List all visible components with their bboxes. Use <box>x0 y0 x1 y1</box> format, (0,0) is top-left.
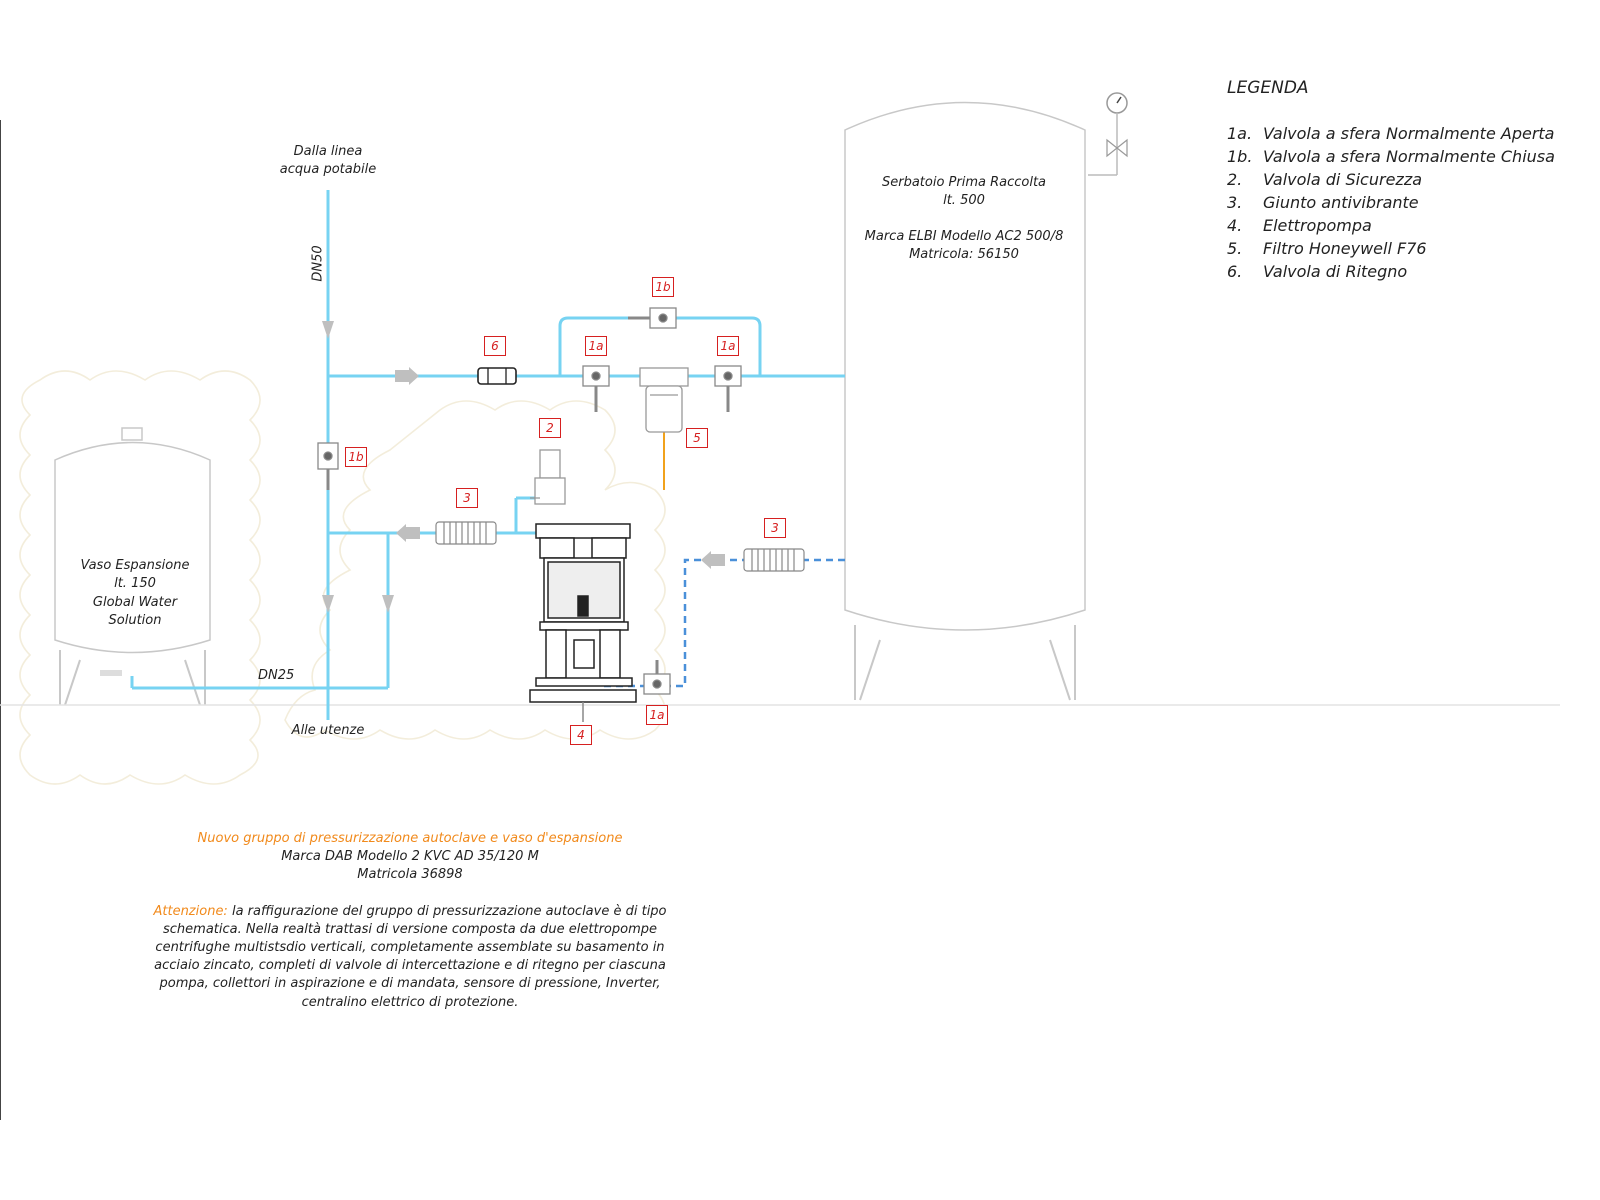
dn50-label: DN50 <box>310 245 326 282</box>
tag-filter: 5 <box>686 428 708 448</box>
legend: 1a.Valvola a sfera Normalmente Aperta 1b… <box>1227 122 1567 283</box>
tag-check-valve: 6 <box>484 336 506 356</box>
ball-valve-1a-pump-icon <box>643 660 671 695</box>
filter-icon <box>639 367 689 433</box>
tag-pump: 4 <box>570 725 592 745</box>
tank-model: Marca ELBI Modello AC2 500/8 <box>864 229 1064 244</box>
tag-safety-valve: 2 <box>539 418 561 438</box>
gauge-valve-icon <box>1106 138 1128 158</box>
tag-joint-left: 3 <box>456 488 478 508</box>
tag-valve-1a-left: 1a <box>585 336 607 356</box>
vessel-label-1: Vaso Espansione <box>80 558 190 573</box>
legend-item: 3.Giunto antivibrante <box>1227 193 1419 212</box>
attention-label: Attenzione: <box>153 903 228 919</box>
legend-item: 6.Valvola di Ritegno <box>1227 262 1408 281</box>
source-line-label-2: acqua potabile <box>279 162 377 177</box>
vessel-label-2: lt. 150 <box>114 576 156 591</box>
water-pipes <box>130 190 845 720</box>
suction-pipe-dashed <box>600 558 845 688</box>
notes-model: Marca DAB Modello 2 KVC AD 35/120 M <box>281 849 539 865</box>
legend-item: 1b.Valvola a sfera Normalmente Chiusa <box>1227 147 1555 166</box>
cloud-outline-left <box>19 370 261 785</box>
tag-valve-1b-vertical: 1b <box>345 447 367 467</box>
legend-item: 4.Elettropompa <box>1227 216 1372 235</box>
tank-capacity: lt. 500 <box>943 193 985 208</box>
ball-valve-1a-left-icon <box>582 365 610 412</box>
legend-item: 2.Valvola di Sicurezza <box>1227 170 1423 189</box>
ball-valve-1b-top-icon <box>628 307 677 329</box>
notes-heading: Nuovo gruppo di pressurizzazione autocla… <box>197 831 623 846</box>
flow-arrows <box>322 321 725 613</box>
tank-name: Serbatoio Prima Raccolta <box>881 175 1047 190</box>
vessel-body <box>54 441 211 654</box>
pump-group-icon <box>529 523 637 722</box>
source-line-label-1: Dalla linea <box>293 144 363 159</box>
joint-left-icon <box>435 521 497 545</box>
tank-body <box>844 101 1086 631</box>
tag-valve-1a-pump: 1a <box>646 705 668 725</box>
check-valve-icon <box>477 367 517 385</box>
ball-valve-1a-right-icon <box>714 365 742 412</box>
legend-title: LEGENDA <box>1227 78 1309 98</box>
vessel-label-3: Global Water <box>92 595 178 610</box>
ball-valve-1b-vertical-icon <box>317 442 339 490</box>
legend-item: 5.Filtro Honeywell F76 <box>1227 239 1427 258</box>
vessel-label-4: Solution <box>108 613 162 628</box>
tank-serial: Matricola: 56150 <box>909 247 1019 262</box>
cloud-outline-center <box>284 400 666 740</box>
safety-valve-icon <box>530 449 566 505</box>
dn25-label: DN25 <box>258 668 295 683</box>
notes-serial: Matricola 36898 <box>357 867 463 883</box>
joint-right-icon <box>743 548 805 572</box>
tag-valve-1a-right: 1a <box>717 336 739 356</box>
page-border <box>0 120 1 1120</box>
notes-block: Nuovo gruppo di pressurizzazione autocla… <box>150 830 670 1012</box>
attention-paragraph: Attenzione: la raffigurazione del gruppo… <box>150 903 670 1012</box>
users-label: Alle utenze <box>291 723 365 738</box>
legend-item: 1a.Valvola a sfera Normalmente Aperta <box>1227 124 1555 143</box>
tag-joint-right: 3 <box>764 518 786 538</box>
tag-valve-1b-top: 1b <box>652 277 674 297</box>
attention-body: la raffigurazione del gruppo di pressuri… <box>154 903 667 1010</box>
